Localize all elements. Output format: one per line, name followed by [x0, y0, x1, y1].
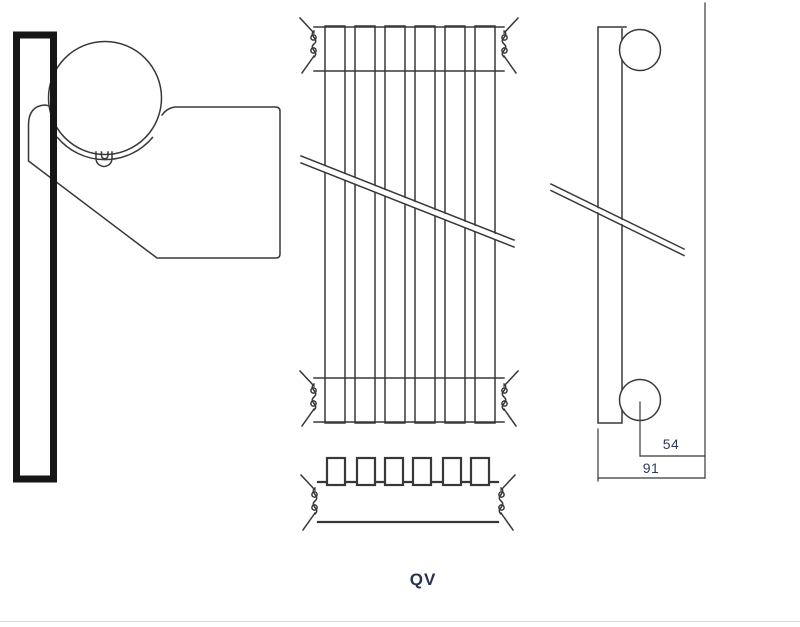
- diagonal-break: [549, 182, 686, 257]
- side-profile-view: [13, 31, 281, 483]
- dimension-lines: [597, 2, 706, 482]
- mounting-bracket: [27, 104, 281, 259]
- break-symbol: [498, 474, 516, 531]
- wall-rail: [13, 31, 57, 483]
- tube-section: [441, 456, 463, 487]
- tube-section: [325, 456, 347, 487]
- header-top-view: [316, 480, 500, 524]
- column-profile: [597, 26, 627, 424]
- pipe-sleeve-arc: [56, 136, 154, 161]
- dimension-91-label: 91: [642, 460, 660, 476]
- tube-sections: [325, 456, 491, 487]
- page-edge-line: [0, 621, 800, 622]
- plan-view: [300, 456, 516, 531]
- tube: [324, 25, 346, 424]
- tube-section: [355, 456, 377, 487]
- diagonal-break: [300, 155, 515, 248]
- model-label: QV: [409, 570, 437, 589]
- bracket-notch: [95, 151, 113, 168]
- tube-section: [411, 456, 433, 487]
- top-pipe-circle: [618, 28, 662, 72]
- tube: [414, 25, 436, 424]
- tube-section: [469, 456, 491, 487]
- pipe-cross-section-circle: [47, 40, 163, 156]
- break-symbol: [501, 370, 519, 427]
- front-view: [299, 17, 519, 427]
- tube: [384, 25, 406, 424]
- side-view: [549, 2, 706, 482]
- tube: [354, 25, 376, 424]
- dimension-54-label: 54: [662, 436, 680, 452]
- tube-section: [383, 456, 405, 487]
- break-symbol: [300, 474, 318, 531]
- break-symbol: [299, 370, 317, 427]
- radiator-tubes: [324, 25, 496, 424]
- tube: [474, 25, 496, 424]
